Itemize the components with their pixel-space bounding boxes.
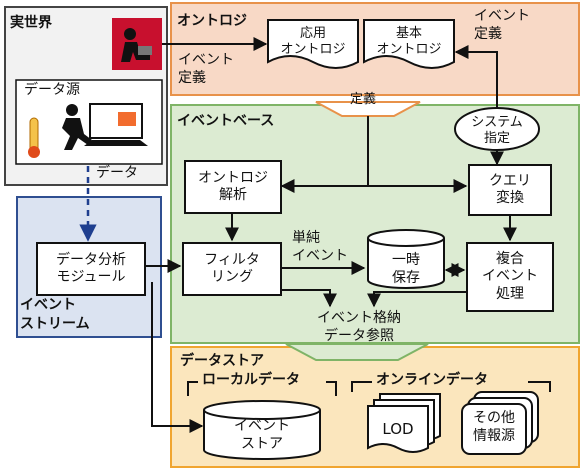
applied-ontology-label: 応用 オントロジ [280, 26, 346, 58]
thermometer-icon [28, 117, 40, 158]
event-def-right-label: イベント 定義 [474, 8, 530, 42]
storage-ref-label: イベント格納 データ参照 [317, 310, 401, 344]
online-data-label: オンラインデータ [374, 372, 490, 390]
temp-storage-cylinder [367, 229, 445, 289]
temp-storage-label: 一時 保存 [392, 252, 420, 286]
ontology-title: オントロジ [177, 13, 247, 29]
real-world-title: 実世界 [10, 15, 52, 31]
query-conversion-label: クエリ 変換 [489, 172, 531, 207]
complex-event-label: 複合 イベント 処理 [482, 250, 538, 302]
other-sources-stack [461, 391, 539, 455]
lod-documents [367, 393, 441, 453]
event-def-left-label: イベント 定義 [178, 52, 234, 86]
data-analysis-module-box: データ分析 モジュール [36, 242, 146, 296]
person-laptop-icon [112, 18, 162, 70]
event-store-cylinder [203, 400, 321, 460]
online-data-bracket [351, 381, 551, 392]
definition-label: 定義 [350, 92, 377, 107]
event-stream-title: イベント ストリーム [20, 297, 90, 332]
simple-event-label: 単純 イベント [292, 230, 348, 264]
filtering-label: フィルタ リング [204, 251, 260, 286]
data-source-label: データ源 [24, 82, 80, 98]
query-conversion-box: クエリ 変換 [468, 164, 552, 216]
data-store-title: データストア [180, 353, 264, 369]
system-spec-label: システム 指定 [471, 115, 523, 147]
ontology-analysis-box: オントロジ 解析 [184, 160, 282, 214]
definition-chevron [315, 101, 421, 117]
event-base-title: イベントベース [177, 113, 275, 129]
event-store-label: イベント ストア [234, 418, 290, 452]
basic-ontology-shape [363, 19, 455, 69]
applied-ontology-shape [267, 19, 359, 69]
filtering-box: フィルタ リング [182, 242, 282, 296]
local-data-label: ローカルデータ [200, 372, 302, 390]
runner-icon [62, 104, 92, 150]
data-analysis-module-label: データ分析 モジュール [56, 251, 126, 286]
storage-ref-chevron [285, 343, 429, 361]
basic-ontology-label: 基本 オントロジ [376, 26, 442, 58]
ontology-analysis-label: オントロジ 解析 [198, 169, 268, 204]
lod-label: LOD [382, 420, 414, 438]
local-data-bracket [187, 381, 337, 396]
other-sources-label: その他 情報源 [473, 410, 515, 444]
complex-event-box: 複合 イベント 処理 [466, 242, 554, 312]
data-label: データ [96, 165, 138, 181]
computer-icon [84, 103, 148, 146]
